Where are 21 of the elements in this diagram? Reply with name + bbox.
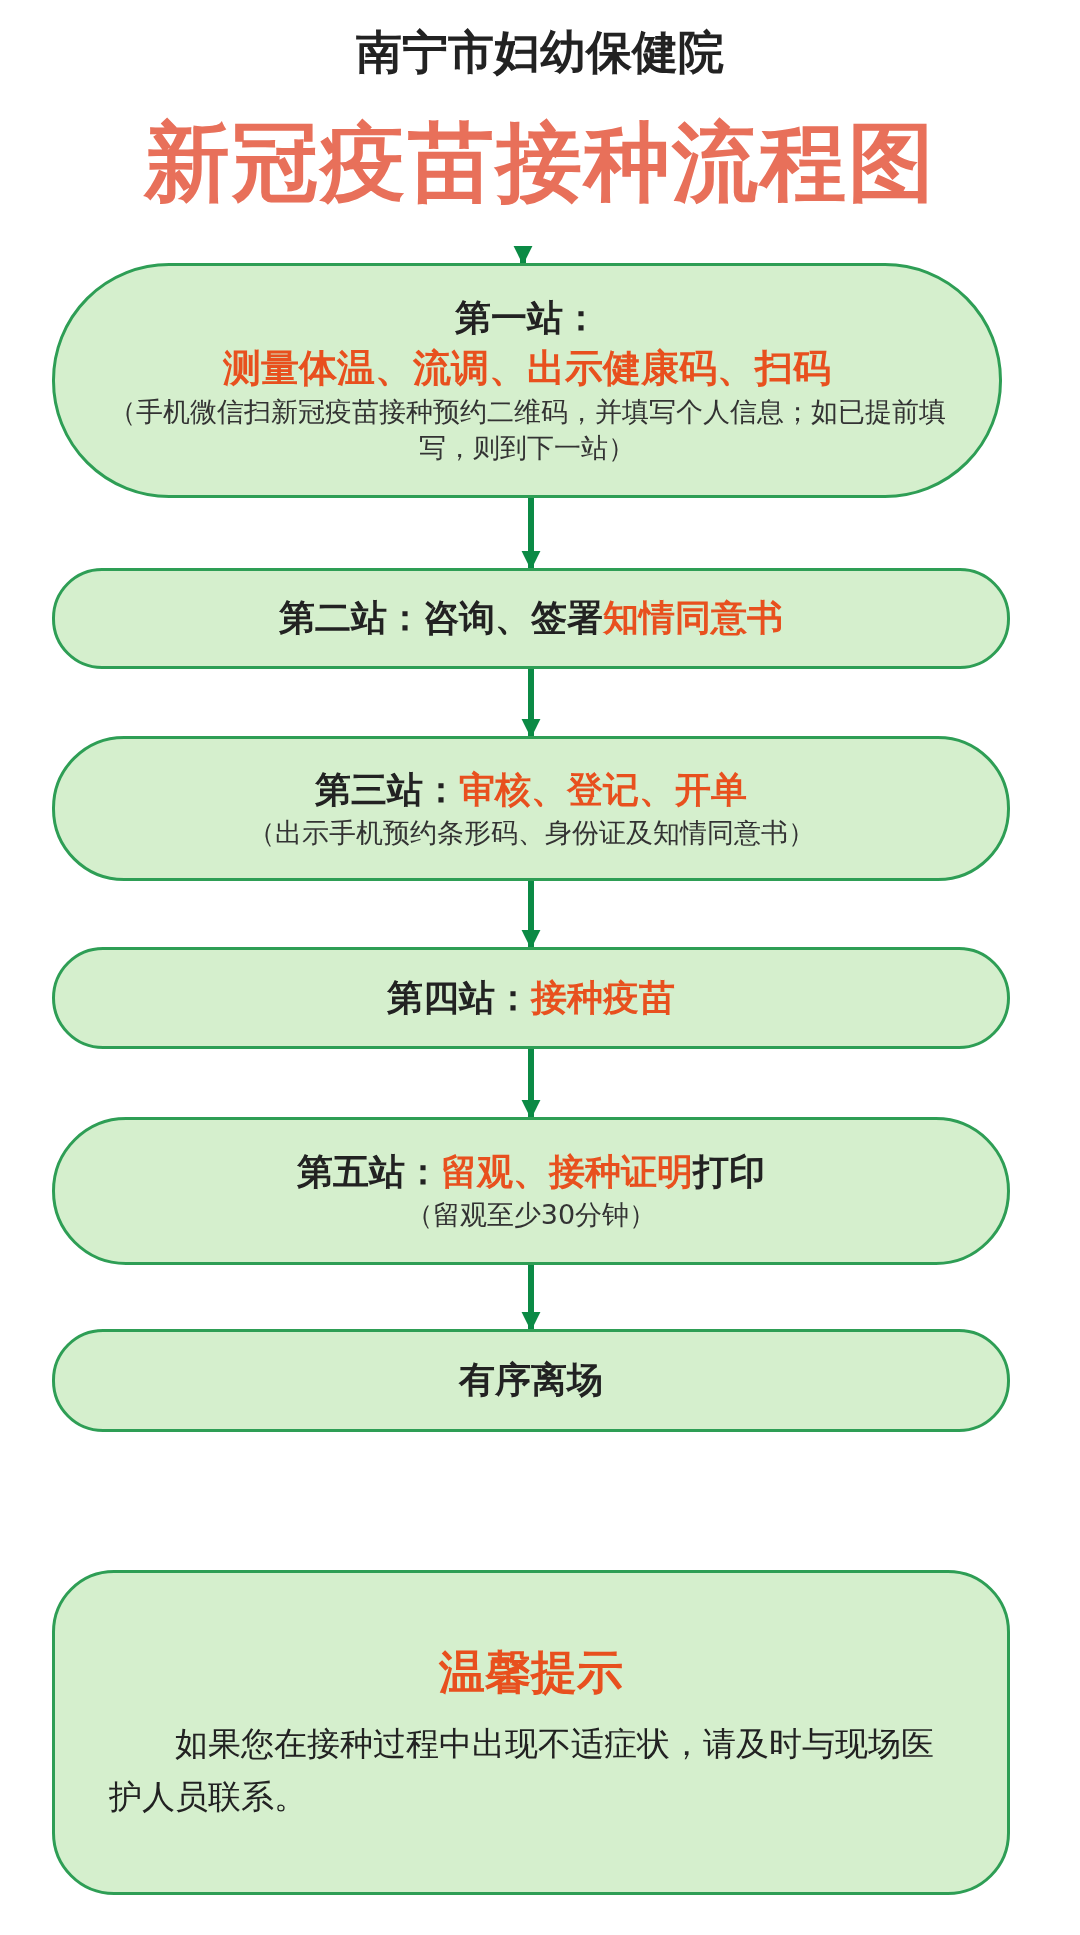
step-note: （手机微信扫新冠疫苗接种预约二维码，并填写个人信息；如已提前填写，则到下一站） (107, 395, 947, 466)
step-title: 第一站： (455, 296, 599, 341)
step-title: 第二站：咨询、签署知情同意书 (279, 596, 783, 641)
step-note: （留观至少30分钟） (405, 1198, 657, 1233)
arrow (521, 881, 541, 949)
arrow (521, 669, 541, 738)
organization-heading: 南宁市妇幼保健院 (355, 24, 725, 81)
step-note: （出示手机预约条形码、身份证及知情同意书） (247, 815, 815, 850)
arrow (521, 498, 541, 570)
arrow (513, 245, 533, 265)
arrow (521, 1049, 541, 1119)
step-title: 第三站：审核、登记、开单 (315, 768, 747, 812)
step-title: 第五站：留观、接种证明打印 (297, 1150, 765, 1195)
tip-text: 如果您在接种过程中出现不适症状，请及时与现场医护人员联系。 (108, 1722, 935, 1818)
tip-box (52, 1570, 1010, 1895)
step-title: 第四站：接种疫苗 (387, 975, 675, 1020)
title: 新冠疫苗接种流程图 (142, 111, 937, 214)
arrow (521, 1265, 541, 1331)
step-action: 测量体温、流调、出示健康码、扫码 (223, 344, 831, 392)
step-title: 有序离场 (459, 1358, 603, 1403)
tip-heading: 温馨提示 (439, 1643, 623, 1701)
